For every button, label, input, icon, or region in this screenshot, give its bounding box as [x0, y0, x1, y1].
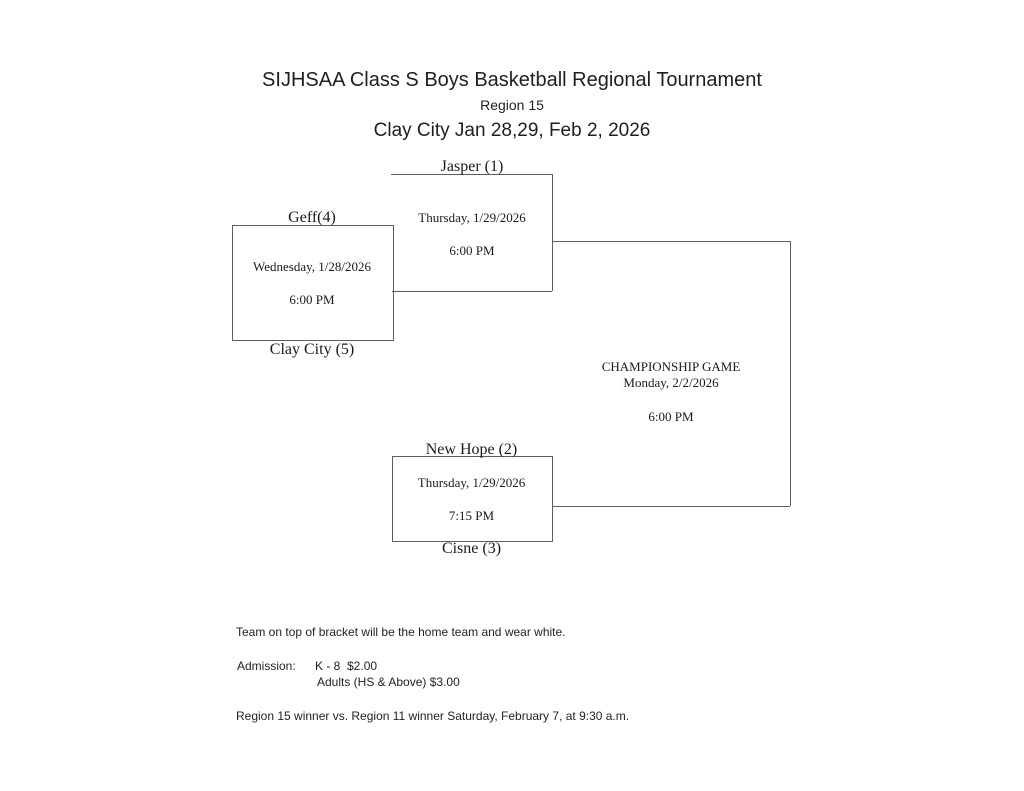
semifinal-top-bottom-line — [392, 291, 552, 292]
seed-clay-city: Clay City (5) — [269, 341, 355, 358]
semifinal-bottom-game-box — [392, 456, 553, 542]
championship-time: 6:00 PM — [648, 409, 694, 424]
play-in-time: 6:00 PM — [289, 292, 335, 307]
semifinal-top-time: 6:00 PM — [449, 243, 495, 258]
championship-bottom-feed-line — [552, 506, 790, 507]
championship-top-feed-line — [552, 241, 790, 242]
seed-jasper: Jasper (1) — [440, 158, 504, 175]
play-in-date: Wednesday, 1/28/2026 — [253, 259, 371, 274]
seed-new-hope: New Hope (2) — [425, 441, 518, 458]
seed-cisne: Cisne (3) — [441, 540, 502, 557]
admission-k8-price: K - 8 $2.00 — [315, 659, 378, 673]
page-title: SIJHSAA Class S Boys Basketball Regional… — [262, 69, 762, 91]
site-and-dates: Clay City Jan 28,29, Feb 2, 2026 — [373, 120, 651, 141]
next-round-note: Region 15 winner vs. Region 11 winner Sa… — [236, 709, 630, 723]
home-team-note: Team on top of bracket will be the home … — [236, 625, 566, 639]
region-subtitle: Region 15 — [480, 97, 544, 113]
admission-adult-price: Adults (HS & Above) $3.00 — [317, 675, 460, 689]
admission-label: Admission: — [237, 659, 296, 673]
seed-geff: Geff(4) — [288, 209, 336, 226]
championship-label: CHAMPIONSHIP GAME — [601, 359, 741, 374]
semifinal-top-right-edge — [552, 174, 553, 291]
championship-date: Monday, 2/2/2026 — [623, 375, 719, 390]
semifinal-bottom-time: 7:15 PM — [448, 508, 495, 523]
semifinal-top-date: Thursday, 1/29/2026 — [418, 210, 526, 225]
play-in-game-box — [232, 225, 394, 341]
semifinal-top-seed-line — [391, 174, 552, 175]
championship-right-edge — [790, 241, 791, 506]
semifinal-bottom-date: Thursday, 1/29/2026 — [417, 475, 526, 490]
